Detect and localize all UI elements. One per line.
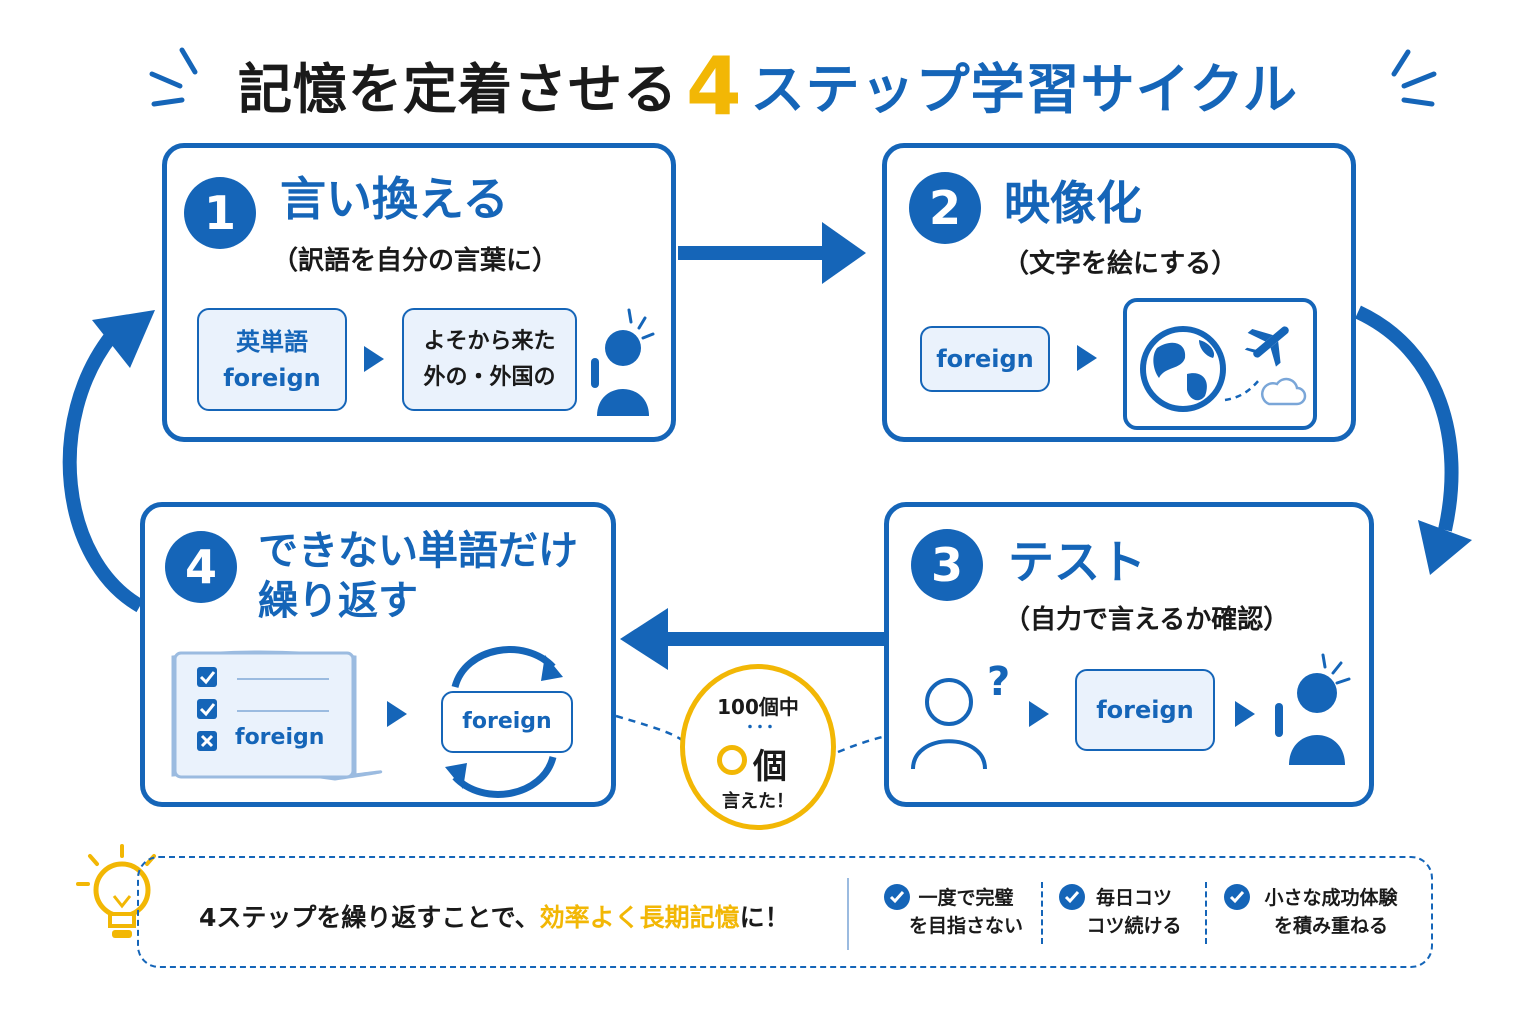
divider: [847, 878, 849, 950]
arrow-4-to-1: [62, 310, 155, 613]
step-title: テスト: [1008, 535, 1146, 589]
speech-bubble-word: foreign: [1075, 669, 1215, 751]
step-card-3: 3 テスト （自力で言えるか確認） ? foreign: [884, 502, 1374, 807]
step-title-line2: 繰り返す: [258, 578, 418, 624]
svg-text:?: ?: [987, 659, 1010, 705]
person-question-icon: ?: [911, 659, 1010, 770]
step-subtitle: （自力で言えるか確認）: [1004, 605, 1290, 635]
globe-icon: [1140, 326, 1226, 412]
arrow-1-to-2: [678, 222, 866, 284]
bubble-label: 英単語: [236, 328, 308, 356]
airplane-icon: [1244, 326, 1289, 367]
summary-message: 4ステップを繰り返すことで、効率よく長期記憶に！: [199, 898, 790, 934]
step-card-4: 4 できない単語だけ 繰り返す foreign foreign: [140, 502, 616, 807]
tip-line: コツ続ける: [1086, 915, 1182, 937]
counter-dots: ・・・: [743, 720, 777, 736]
message-post: に！: [739, 903, 790, 932]
refresh-arrows-icon: [445, 646, 563, 798]
title-number: 4: [686, 40, 743, 133]
tip-line: を目指さない: [908, 915, 1023, 937]
counter-unit: 個: [753, 747, 787, 787]
word-card: foreign: [441, 691, 573, 753]
message-pre: 4ステップを繰り返すことで、: [199, 903, 540, 932]
step-number-badge: 4: [165, 531, 237, 603]
step-card-2: 2 映像化 （文字を絵にする） foreign: [882, 143, 1356, 442]
step-title-line1: できない単語だけ: [258, 528, 578, 574]
list-word: foreign: [235, 725, 325, 750]
summary-box: 4ステップを繰り返すことで、効率よく長期記憶に！ 一度で完璧 を目指さない 毎日…: [137, 856, 1433, 968]
step-number-badge: 2: [909, 172, 981, 244]
next-triangle-icon: [1235, 701, 1255, 727]
arrow-3-to-4: [620, 608, 884, 670]
next-triangle-icon: [1077, 345, 1097, 371]
blank-circle-icon: [717, 745, 747, 775]
bubble-line: 外の・外国の: [423, 365, 556, 390]
speech-bubble-word: 英単語 foreign: [197, 308, 347, 411]
cloud-icon: [1260, 377, 1307, 406]
check-circle-icon: [1224, 884, 1250, 910]
dashed-connector-left: [615, 714, 683, 742]
step-title: 映像化: [1004, 176, 1142, 230]
arrow-2-to-3: [1355, 305, 1472, 575]
step-subtitle: （文字を絵にする）: [1003, 249, 1238, 279]
score-counter: 100個中 ・・・ 個 言えた！: [680, 664, 836, 830]
checkbox-icon: [197, 699, 217, 719]
tip-1: 一度で完璧 を目指さない: [901, 884, 1031, 940]
step-number-badge: 1: [184, 177, 256, 249]
person-idea-icon: [591, 308, 655, 416]
sparkle-left-icon: [149, 47, 198, 107]
divider: [1205, 882, 1207, 944]
tip-2: 毎日コツ コツ続ける: [1069, 884, 1199, 940]
globe-airplane-picture: [1140, 326, 1307, 412]
message-highlight: 効率よく長期記憶: [539, 903, 740, 932]
next-triangle-icon: [364, 346, 384, 372]
step-number-badge: 3: [911, 529, 983, 601]
divider: [1041, 882, 1043, 944]
title-part2: ステップ学習サイクル: [750, 58, 1298, 121]
speech-bubble-meaning: よそから来た 外の・外国の: [402, 308, 577, 411]
step-card-1: 1 言い換える （訳語を自分の言葉に） 英単語 foreign よそから来た 外…: [162, 143, 676, 442]
counter-total: 100個中: [717, 695, 799, 719]
tip-line: を積み重ねる: [1273, 915, 1388, 937]
tip-line: 小さな成功体験: [1264, 887, 1398, 909]
sparkle-right-icon: [1391, 49, 1437, 107]
step-title: 言い換える: [280, 172, 509, 226]
word-card: foreign: [920, 326, 1050, 392]
counter-result: 言えた！: [722, 791, 794, 812]
checkbox-icon: [197, 667, 217, 687]
step-subtitle: （訳語を自分の言葉に）: [272, 246, 559, 276]
tip-3: 小さな成功体験 を積み重ねる: [1251, 884, 1411, 940]
tip-line: 毎日コツ: [1095, 887, 1172, 909]
tip-line: 一度で完璧: [918, 887, 1014, 909]
next-triangle-icon: [1029, 701, 1049, 727]
check-circle-icon: [1059, 884, 1085, 910]
check-circle-icon: [884, 884, 910, 910]
bubble-line: よそから来た: [423, 329, 556, 354]
bubble-word: foreign: [223, 364, 321, 392]
title-part1: 記憶を定着させる: [238, 58, 678, 121]
dashed-connector-right: [837, 734, 887, 754]
checklist-book-icon: [171, 650, 383, 781]
next-triangle-icon: [387, 701, 407, 727]
